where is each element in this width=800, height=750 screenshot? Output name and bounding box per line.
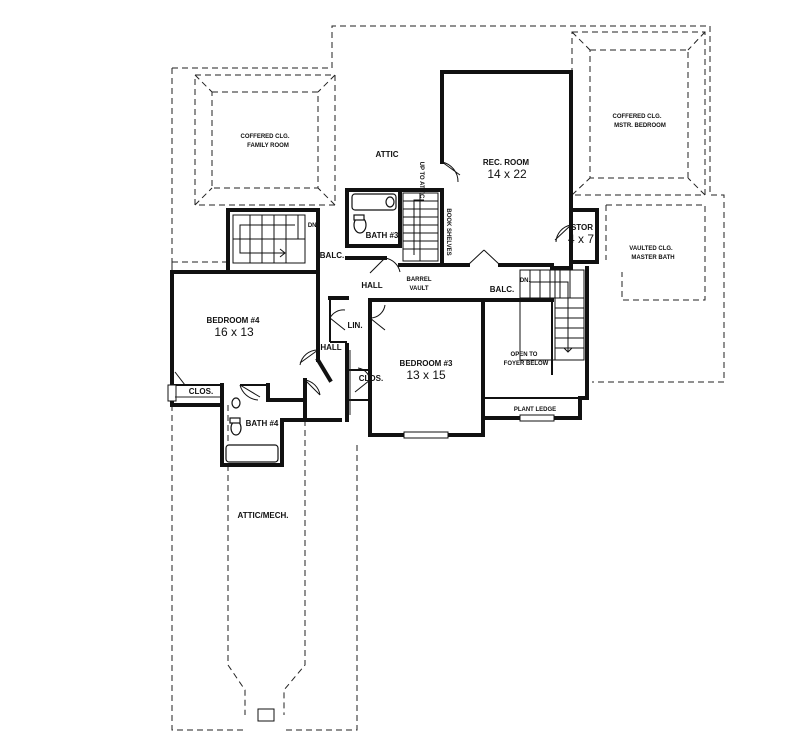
stor-dim: 4 x 7: [568, 232, 594, 246]
hall-top-label: HALL: [361, 281, 382, 290]
rec-room-dim: 14 x 22: [487, 167, 527, 181]
attic-label: ATTIC: [376, 150, 399, 159]
stor-label: STOR: [571, 223, 593, 232]
bedroom4-dim: 16 x 13: [214, 325, 254, 339]
bath4-label: BATH #4: [246, 419, 279, 428]
door-swings: [174, 161, 572, 401]
open-foyer-label: OPEN TO: [511, 352, 538, 358]
open-foyer-label-2: FOYER BELOW: [504, 361, 549, 367]
book-shelves-label: BOOK SHELVES: [445, 208, 451, 255]
clos-left-label: CLOS.: [189, 387, 213, 396]
vaulted-label: VAULTED CLG.: [629, 246, 673, 252]
windows: [167, 384, 555, 722]
up-to-attic-label: UP TO ATTIC: [418, 162, 424, 199]
balc-left-label: BALC.: [320, 251, 344, 260]
stairs-upper-left: [232, 214, 306, 264]
dn-left-label: DN.: [308, 223, 319, 229]
hall-mid-label: HALL: [320, 343, 341, 352]
barrel-label: BARREL: [407, 277, 432, 283]
vaulted-master-bath: [605, 204, 706, 301]
stairs-attic: [402, 192, 439, 262]
coffered-master-label-2: MSTR. BEDROOM: [614, 123, 666, 129]
clos-mid-label: CLOS.: [359, 374, 383, 383]
closet-rods: [175, 350, 351, 415]
dn-right-label: DN.: [520, 278, 531, 284]
coffered-family-label-2: FAMILY ROOM: [247, 143, 289, 149]
bath4-fixtures: [225, 397, 279, 463]
attic-mech-label: ATTIC/MECH.: [238, 511, 289, 520]
bath3-label: BATH #3: [366, 231, 399, 240]
stairs-right: [519, 269, 585, 361]
vaulted-label-2: MASTER BATH: [631, 255, 674, 261]
bedroom3-dim: 13 x 15: [406, 368, 446, 382]
walls: [170, 70, 599, 467]
plant-ledge-label: PLANT LEDGE: [514, 407, 556, 413]
coffered-master-label: COFFERED CLG.: [613, 114, 662, 120]
bedroom3-label: BEDROOM #3: [400, 359, 453, 368]
bath3-fixtures: [351, 193, 397, 234]
coffered-family-ceiling: [194, 74, 336, 206]
bedroom4-label: BEDROOM #4: [207, 316, 260, 325]
barrel-label-2: VAULT: [409, 286, 428, 292]
rec-room-label: REC. ROOM: [483, 158, 530, 167]
lin-label: LIN.: [347, 321, 362, 330]
balc-right-label: BALC.: [490, 285, 514, 294]
room-labels: COFFERED CLG. FAMILY ROOM ATTIC REC. ROO…: [189, 114, 675, 520]
attic-outline: [171, 25, 725, 731]
coffered-family-label: COFFERED CLG.: [241, 134, 290, 140]
